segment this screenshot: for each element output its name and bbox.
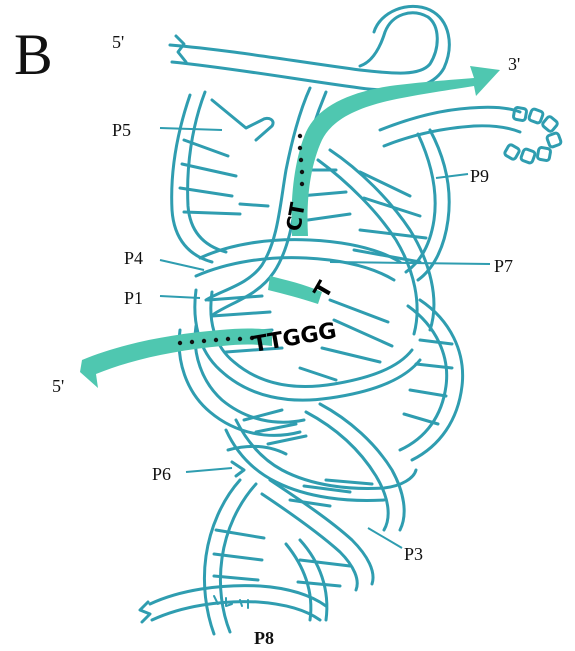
sequence-lower-a: TTGGG — [251, 319, 339, 358]
top-5prime-ribbon — [170, 6, 449, 90]
lower-substrate-arrow — [80, 329, 272, 389]
label-five-prime-top: 5' — [112, 32, 124, 52]
label-five-prime-left: 5' — [52, 376, 64, 396]
label-p9: P9 — [470, 166, 489, 186]
label-p4: P4 — [124, 248, 143, 268]
label-p1: P1 — [124, 288, 143, 308]
panel-letter: B — [14, 22, 53, 87]
label-p6: P6 — [152, 464, 171, 484]
sequence-upper: CT — [281, 200, 310, 232]
base-pair-rungs — [180, 140, 452, 586]
label-p3: P3 — [404, 544, 423, 564]
label-p5: P5 — [112, 120, 131, 140]
substrate-sequences: CT TTGGG T — [251, 200, 339, 357]
p8-tail — [140, 586, 326, 622]
label-p7: P7 — [494, 256, 513, 276]
label-three-prime: 3' — [508, 54, 520, 74]
label-p8: P8 — [254, 628, 274, 648]
p9-dashed-loop — [504, 107, 562, 164]
